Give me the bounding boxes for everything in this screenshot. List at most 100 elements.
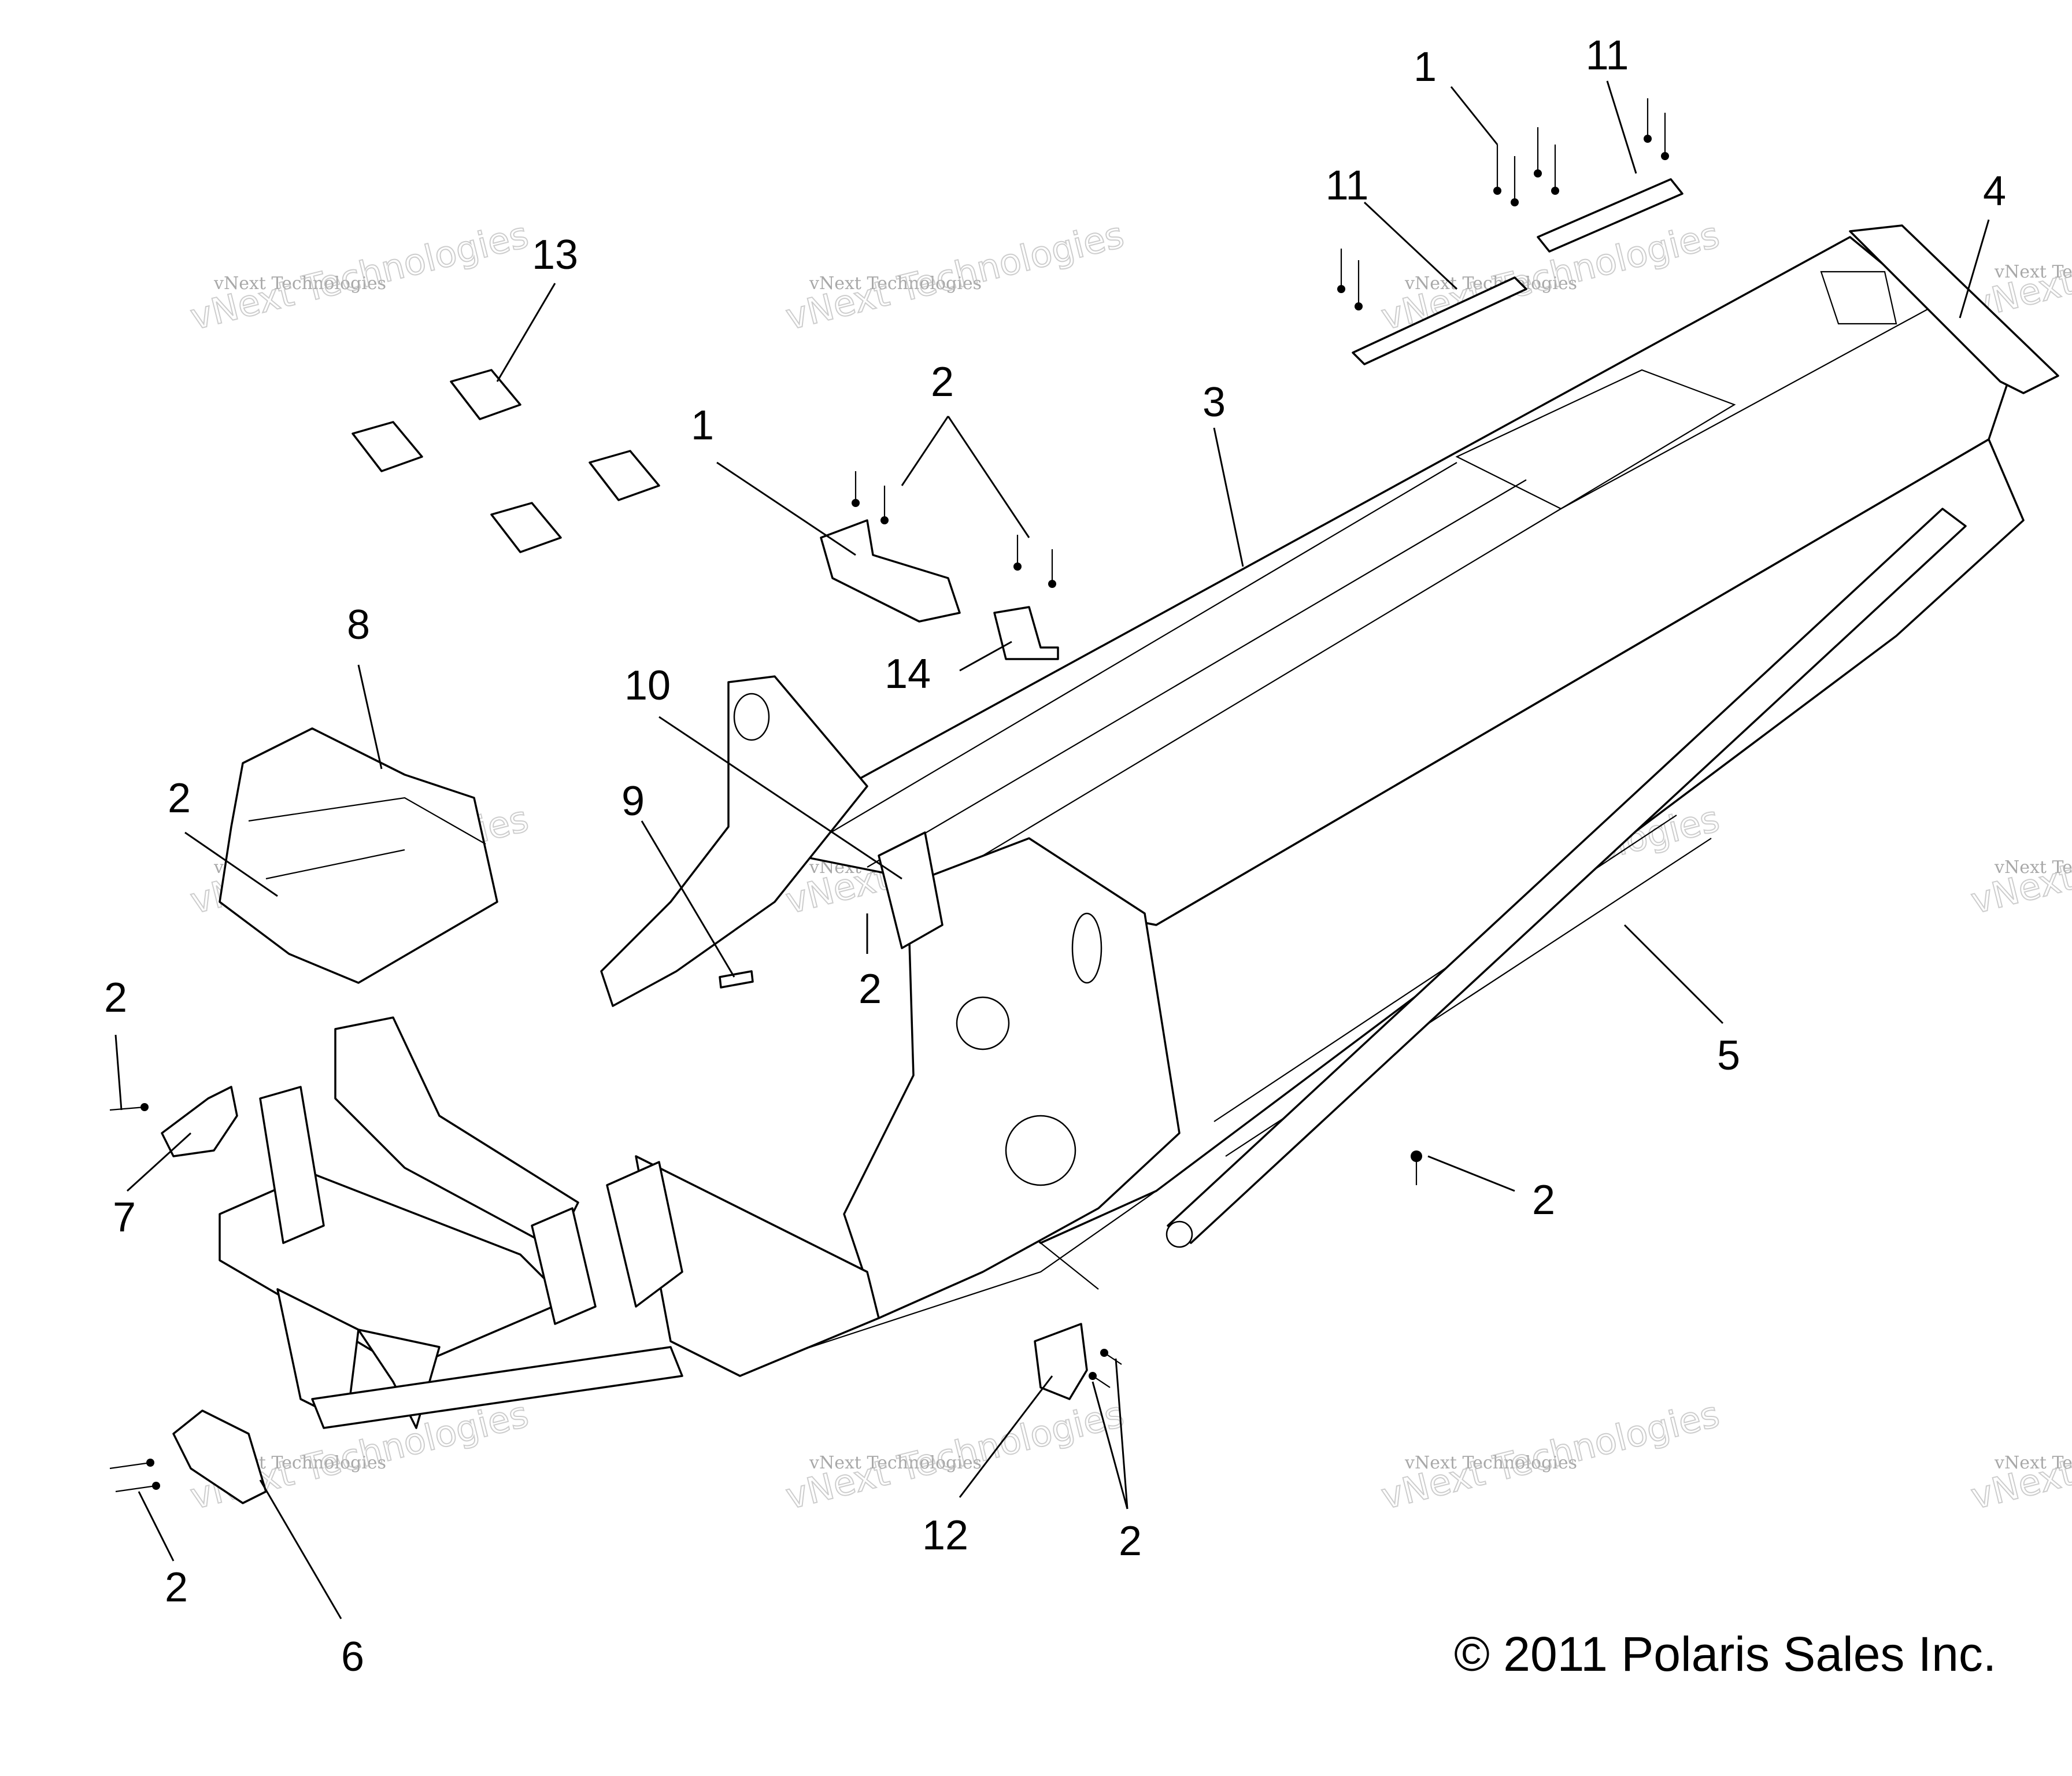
leader-2f-2 (1115, 1358, 1128, 1509)
chassis-lower-spine (635, 1155, 880, 1377)
callout-11: 11 (1326, 162, 1369, 209)
leader-9 (641, 820, 735, 978)
callout-2: 2 (104, 975, 127, 1021)
watermark: vNext Technologies vNext Technologies (1966, 797, 2072, 923)
watermark: vNext Technologies vNext Technologies (1966, 1392, 2072, 1518)
watermark-small-text: vNext Technologies (809, 273, 982, 294)
rivet-group-bracket-1 (852, 471, 1056, 588)
steering-bracket (878, 831, 944, 949)
leader-7 (126, 1132, 192, 1192)
leader-2b (184, 831, 278, 897)
callout-3: 3 (1202, 379, 1226, 426)
rivet-bottom-right-2 (1411, 1150, 1422, 1185)
callout-13: 13 (532, 232, 578, 278)
rivet-left-2 (109, 1103, 149, 1111)
chassis-suspension-arms (311, 1346, 683, 1429)
bulkhead-hole (1005, 1115, 1076, 1186)
leader-2d (114, 1034, 123, 1111)
callout-6: 6 (341, 1634, 364, 1680)
callout-2: 2 (1532, 1177, 1555, 1223)
tunnel-bottom-edge (739, 1190, 1157, 1371)
watermark-small-text: vNext Technologies (1994, 262, 2072, 282)
rivet-group-12 (1089, 1349, 1122, 1388)
leader-2a-2 (947, 416, 1030, 538)
loose-parts (161, 369, 1088, 1504)
tunnel-assembly (739, 224, 2059, 1371)
bracket-7 (161, 1086, 238, 1157)
leader-2f-1 (1092, 1381, 1128, 1509)
leader-1b (716, 461, 856, 556)
leader-5 (1623, 924, 1724, 1024)
callout-11: 11 (1586, 32, 1629, 79)
traction-pad (589, 450, 660, 501)
steering-post-8 (219, 727, 498, 984)
rivet-group-strip-rear (1493, 98, 1669, 206)
callout-7: 7 (113, 1194, 136, 1241)
callout-10: 10 (624, 663, 671, 709)
traction-pad (352, 421, 423, 472)
foot-strip-front (1352, 276, 1527, 365)
watermark: vNext Technologies vNext Technologies (781, 1392, 1128, 1518)
foot-strip-rear (1537, 178, 1684, 253)
leader-11a (1606, 80, 1637, 174)
foot-strips (1352, 178, 1684, 365)
left-plate-slot (733, 693, 770, 741)
leader-1a (1450, 86, 1498, 145)
callout-2: 2 (165, 1564, 188, 1611)
watermark-small-text: vNext Technologies (213, 273, 386, 294)
bulkhead-hole (956, 996, 1010, 1050)
traction-pad (490, 502, 562, 553)
callout-2: 2 (1119, 1518, 1142, 1564)
bolt-9 (719, 970, 754, 989)
watermark: vNext Technologies vNext Technologies (781, 213, 1128, 339)
callout-2: 2 (931, 359, 954, 405)
chassis-tower-left (259, 1086, 325, 1244)
callout-4: 4 (1983, 168, 2006, 214)
watermark-small-text: vNext Technologies (1994, 857, 2072, 878)
callout-2: 2 (859, 966, 882, 1012)
leader-10 (658, 716, 902, 880)
leader-2e (1427, 1155, 1515, 1192)
bracket-1 (820, 519, 961, 623)
watermark: vNext Technologies vNext Technologies (1377, 1392, 1724, 1518)
leader-8 (357, 664, 383, 769)
tunnel-rear-recess (1455, 369, 1736, 510)
callout-12: 12 (922, 1512, 968, 1559)
bulkhead-slot (1071, 912, 1102, 984)
steering-post-detail (248, 797, 486, 880)
leader-lines (114, 80, 1990, 1619)
tunnel-channel-line (820, 294, 1955, 891)
traction-pad (450, 369, 521, 420)
leader-11b (1363, 201, 1458, 290)
fasteners (109, 98, 1669, 1493)
callout-1: 1 (1414, 44, 1437, 90)
leader-4 (1959, 219, 1990, 319)
chassis-left-plate (600, 675, 868, 1007)
watermark-small-text: vNext Technologies (1994, 1453, 2072, 1473)
callout-1: 1 (691, 402, 714, 449)
bumper-bracket (1820, 271, 1897, 325)
rivet-group-strip-front (1337, 249, 1363, 310)
callout-9: 9 (621, 778, 645, 824)
leader-13 (496, 283, 556, 382)
rivet-lower-left-2 (109, 1459, 160, 1493)
leader-14 (959, 641, 1012, 672)
rear-bumper (1849, 224, 2059, 394)
front-chassis (219, 675, 1181, 1429)
callout-2: 2 (168, 775, 191, 822)
chassis-right-uprights (531, 1161, 683, 1325)
callout-14: 14 (885, 651, 931, 697)
leader-2g (138, 1491, 175, 1562)
leader-2a-1 (901, 416, 949, 486)
watermark: vNext Technologies vNext Technologies (186, 213, 533, 339)
leader-12 (959, 1375, 1053, 1498)
copyright-notice: © 2011 Polaris Sales Inc. (1454, 1627, 1996, 1681)
callout-5: 5 (1717, 1033, 1740, 1079)
bracket-14 (993, 606, 1059, 660)
watermark-small-text: vNext Technologies (1404, 1453, 1577, 1473)
callout-labels: 1 11 11 4 13 2 1 3 8 14 10 2 9 2 2 5 7 2… (104, 32, 2006, 1680)
leader-3 (1213, 427, 1244, 567)
rail-end-cap (1166, 1220, 1193, 1248)
leader-6 (259, 1479, 342, 1619)
